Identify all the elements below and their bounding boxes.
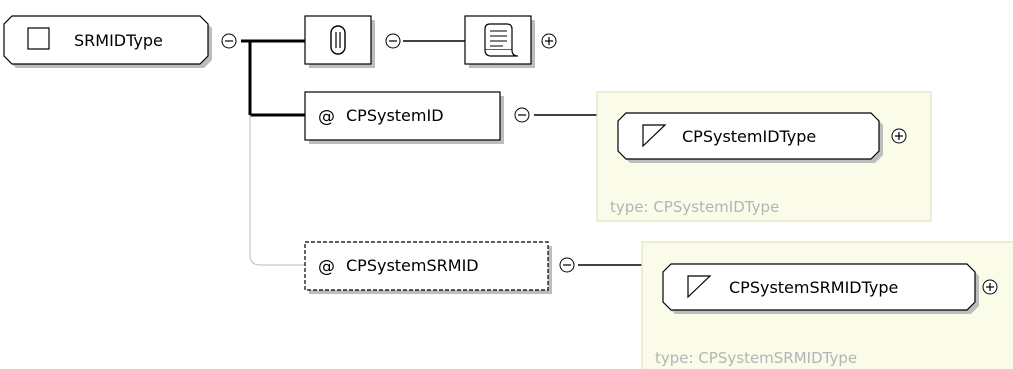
simple-type-cpsystemidtype[interactable]: CPSystemIDType: [617, 112, 883, 163]
cpsystemidtype-expand-button[interactable]: [891, 128, 907, 144]
annotation-node[interactable]: [464, 15, 535, 68]
annotation-expand-button[interactable]: [541, 33, 557, 49]
root-complex-type[interactable]: SRMIDType: [3, 15, 212, 68]
simple-type-cpsystemsrmidtype[interactable]: CPSystemSRMIDType: [662, 263, 979, 314]
root-collapse-button[interactable]: [221, 33, 237, 49]
cpsystemid-collapse-button[interactable]: [514, 107, 530, 123]
documentation-scroll-icon: [484, 23, 519, 57]
attribute-cpsystemsrmid[interactable]: @ CPSystemSRMID: [304, 241, 552, 294]
square-icon: [27, 27, 50, 50]
type-panel-cpsystemsrmid: CPSystemSRMIDType type: CPSystemSRMIDTyp…: [641, 241, 1013, 369]
connector-to-cpsystemsrmid: [249, 115, 305, 266]
type-caption: type: CPSystemIDType: [610, 198, 779, 216]
attribute-cpsystemid[interactable]: @ CPSystemID: [304, 91, 504, 144]
attribute-symbol: @: [318, 107, 335, 127]
cpsystemsrmidtype-expand-button[interactable]: [982, 279, 998, 295]
root-type-label: SRMIDType: [74, 31, 163, 50]
sequence-compositor[interactable]: [304, 15, 375, 68]
connectors: [241, 39, 642, 266]
triangle-icon: [687, 275, 712, 299]
attribute-label: CPSystemSRMID: [346, 256, 479, 275]
type-panel-cpsystemid: CPSystemIDType type: CPSystemIDType: [596, 91, 932, 222]
type-label: CPSystemIDType: [682, 127, 816, 146]
attribute-symbol: @: [318, 257, 335, 277]
sequence-compositor-icon: [330, 25, 346, 55]
type-label: CPSystemSRMIDType: [729, 278, 898, 297]
sequence-collapse-button[interactable]: [385, 33, 401, 49]
attribute-label: CPSystemID: [346, 106, 444, 125]
triangle-icon: [642, 124, 667, 148]
type-caption: type: CPSystemSRMIDType: [655, 349, 857, 367]
cpsystemsrmid-collapse-button[interactable]: [559, 257, 575, 273]
